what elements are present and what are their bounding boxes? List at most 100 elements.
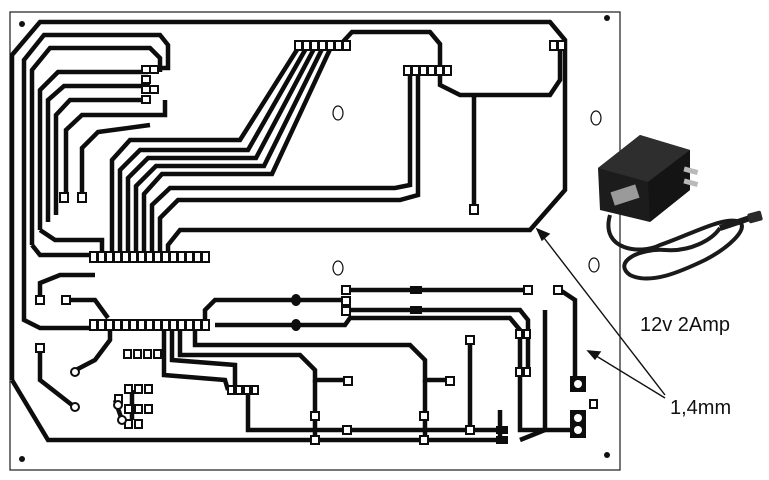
pad: [403, 65, 412, 76]
trace-top-1: [21, 32, 171, 300]
pad: [310, 411, 320, 421]
trace-right-2: [558, 288, 578, 380]
trace-btm-right: [517, 370, 578, 433]
pad: [89, 251, 98, 263]
trace-dot: [496, 426, 508, 434]
pad: [465, 425, 475, 435]
pad: [334, 40, 343, 51]
pad: [177, 251, 186, 263]
trace-low-7: [169, 325, 238, 390]
oval-hole-2: [590, 110, 602, 126]
pad: [153, 251, 162, 263]
pad: [201, 319, 210, 331]
trace-dots: [291, 286, 508, 444]
adapter-prong: [683, 166, 699, 175]
round-pads: [70, 367, 127, 425]
pad: [341, 285, 351, 295]
pad: [343, 376, 353, 386]
round-pad: [117, 415, 127, 425]
pad: [141, 85, 151, 94]
pad: [523, 285, 533, 295]
traces: [9, 19, 578, 443]
pad: [123, 349, 132, 359]
pad: [310, 40, 319, 51]
pad: [137, 251, 146, 263]
pad: [121, 251, 130, 263]
pad: [341, 306, 351, 316]
pad: [294, 40, 303, 51]
pad: [35, 295, 45, 305]
pad: [445, 376, 455, 386]
pad: [589, 399, 598, 409]
pad: [227, 385, 235, 395]
pad: [185, 251, 194, 263]
pad: [419, 435, 429, 445]
pad: [124, 404, 133, 414]
pad: [177, 319, 186, 331]
terminal-block: [570, 410, 586, 438]
pad: [89, 319, 98, 331]
pad: [77, 192, 87, 203]
pad: [59, 192, 69, 203]
arrow-pointer-icon: [540, 233, 666, 396]
trace-dot: [410, 286, 422, 294]
pad: [193, 319, 202, 331]
trace-mid-5: [141, 44, 335, 255]
pad: [141, 95, 151, 104]
trace-dot: [410, 306, 422, 314]
pad: [105, 319, 114, 331]
pad: [326, 40, 335, 51]
pad: [145, 319, 154, 331]
pad: [169, 251, 178, 263]
trace-bundle-3: [38, 228, 105, 255]
hole-top-right: [604, 15, 610, 21]
pad: [523, 367, 531, 377]
pad: [141, 75, 151, 84]
pad: [143, 349, 152, 359]
pad: [153, 349, 162, 359]
hole-bottom-right: [604, 452, 610, 458]
pad: [318, 40, 327, 51]
trace-low-4: [350, 307, 531, 370]
trace-low-6: [177, 325, 345, 383]
pad: [35, 343, 45, 353]
pad: [144, 404, 153, 414]
trace-width-label: 1,4mm: [670, 397, 732, 419]
hole-top-left: [19, 21, 25, 27]
pad: [342, 425, 352, 435]
corner-holes: [19, 15, 610, 462]
oval-holes: [332, 105, 602, 276]
pad: [341, 296, 351, 306]
pad: [419, 65, 428, 76]
pad: [134, 419, 143, 429]
terminal-blocks: [570, 376, 586, 438]
trace-mid-4: [133, 44, 327, 255]
round-pad: [70, 367, 80, 377]
trace-mid-7: [157, 70, 421, 255]
pad: [411, 65, 420, 76]
trace-top-6: [63, 100, 168, 198]
pad: [97, 251, 106, 263]
round-pad: [113, 400, 123, 410]
pad: [134, 404, 143, 414]
trace-top-3: [37, 69, 148, 230]
power-label: 12v 2Amp: [640, 314, 731, 336]
pad: [523, 329, 531, 339]
pad: [185, 319, 194, 331]
annotation-arrows: [535, 227, 666, 399]
pad: [557, 40, 566, 51]
pad: [243, 385, 251, 395]
trace-diag: [165, 55, 568, 255]
pad: [121, 319, 130, 331]
arrow-pointer-icon: [592, 353, 666, 399]
trace-top-7: [79, 122, 151, 198]
trace-top-4: [45, 83, 150, 222]
trace-top-conn: [338, 29, 563, 98]
adapter-prong: [683, 178, 699, 187]
pad: [251, 385, 259, 395]
pad: [193, 251, 202, 263]
pad: [435, 65, 444, 76]
trace-mid-1: [109, 43, 302, 255]
